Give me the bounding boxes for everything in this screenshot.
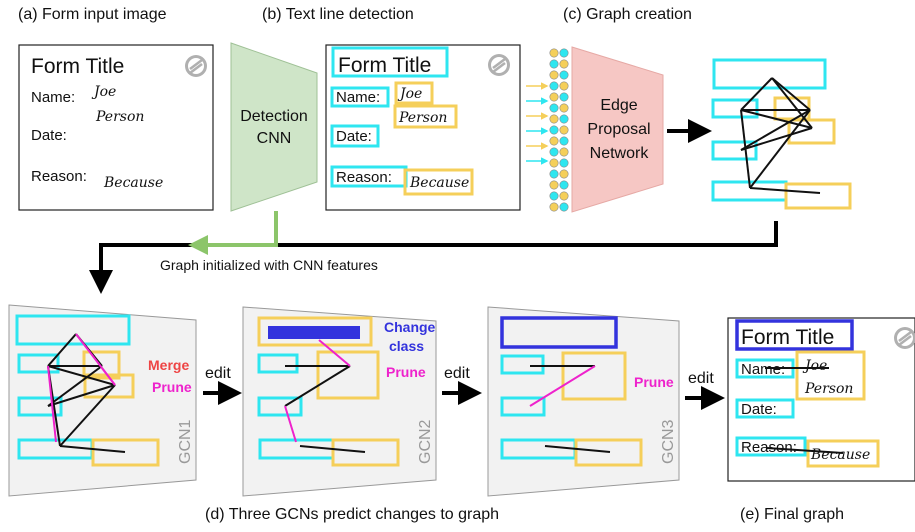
text-line-detection-form: Form Title Name: Joe Person Date: Reason… <box>325 44 521 211</box>
prune-action-3: Prune <box>634 374 674 390</box>
change-class-2: class <box>389 338 424 354</box>
gcn3-panel: GCN3 Prune <box>487 306 680 497</box>
final-name-value-2: Person <box>804 381 853 397</box>
logo-icon <box>185 55 207 77</box>
name-value-2: Person <box>95 109 144 125</box>
edit-label-3: edit <box>688 370 714 387</box>
final-logo-icon <box>894 327 915 349</box>
gcn3-label: GCN3 <box>660 419 677 464</box>
det-reason-value: Because <box>409 175 469 191</box>
node-feature-column <box>549 48 569 212</box>
det-date-label: Date: <box>336 128 372 145</box>
edge-proposal-network: Edge Proposal Network <box>571 46 664 213</box>
detection-cnn-line1: Detection <box>240 108 308 125</box>
caption-a: (a) Form input image <box>18 6 167 23</box>
detection-cnn-line2: CNN <box>257 130 292 147</box>
initial-graph <box>711 58 852 210</box>
detection-cnn: Detection CNN <box>230 42 318 212</box>
reason-label: Reason: <box>31 168 87 185</box>
reason-value: Because <box>103 175 163 191</box>
final-name-value-1: Joe <box>802 358 827 374</box>
gcn1-panel: GCN1 Merge Prune <box>8 304 197 497</box>
form-input-image: Form Title Name: Joe Person Date: Reason… <box>18 44 214 211</box>
change-class-1: Change <box>384 319 436 335</box>
final-reason-value: Because <box>810 447 870 463</box>
edit-label-1: edit <box>205 365 231 382</box>
det-reason-label: Reason: <box>336 169 392 186</box>
det-name-value-1: Joe <box>397 86 422 102</box>
graph-init-label: Graph initialized with CNN features <box>160 257 378 273</box>
form-title: Form Title <box>31 55 124 78</box>
det-name-value-2: Person <box>398 110 447 126</box>
edge-proposal-line3: Network <box>590 145 650 162</box>
merge-action: Merge <box>148 357 189 373</box>
feature-arrows <box>526 82 549 165</box>
edge-proposal-line1: Edge <box>600 97 637 114</box>
edge-proposal-line2: Proposal <box>587 121 650 138</box>
final-graph-form: Form Title Name: Joe Person Date: Reason… <box>727 317 915 482</box>
final-form-title: Form Title <box>741 326 834 349</box>
caption-b: (b) Text line detection <box>262 6 414 23</box>
edit-label-2: edit <box>444 365 470 382</box>
final-date-label: Date: <box>741 401 777 418</box>
det-form-title: Form Title <box>338 54 431 77</box>
prune-action-2: Prune <box>386 364 426 380</box>
det-name-label: Name: <box>336 89 380 106</box>
caption-d: (d) Three GCNs predict changes to graph <box>205 506 499 523</box>
gcn1-label: GCN1 <box>177 419 194 464</box>
caption-e: (e) Final graph <box>740 506 844 523</box>
final-name-label: Name: <box>741 361 785 378</box>
return-path: Graph initialized with CNN features <box>89 211 778 294</box>
det-logo-icon <box>488 54 510 76</box>
prune-action-1: Prune <box>152 379 192 395</box>
gcn2-label: GCN2 <box>417 419 434 464</box>
date-label: Date: <box>31 127 67 144</box>
name-label: Name: <box>31 89 75 106</box>
caption-c: (c) Graph creation <box>563 6 692 23</box>
name-value-1: Joe <box>91 84 116 100</box>
gcn2-panel: GCN2 Change class Prune <box>242 306 437 497</box>
